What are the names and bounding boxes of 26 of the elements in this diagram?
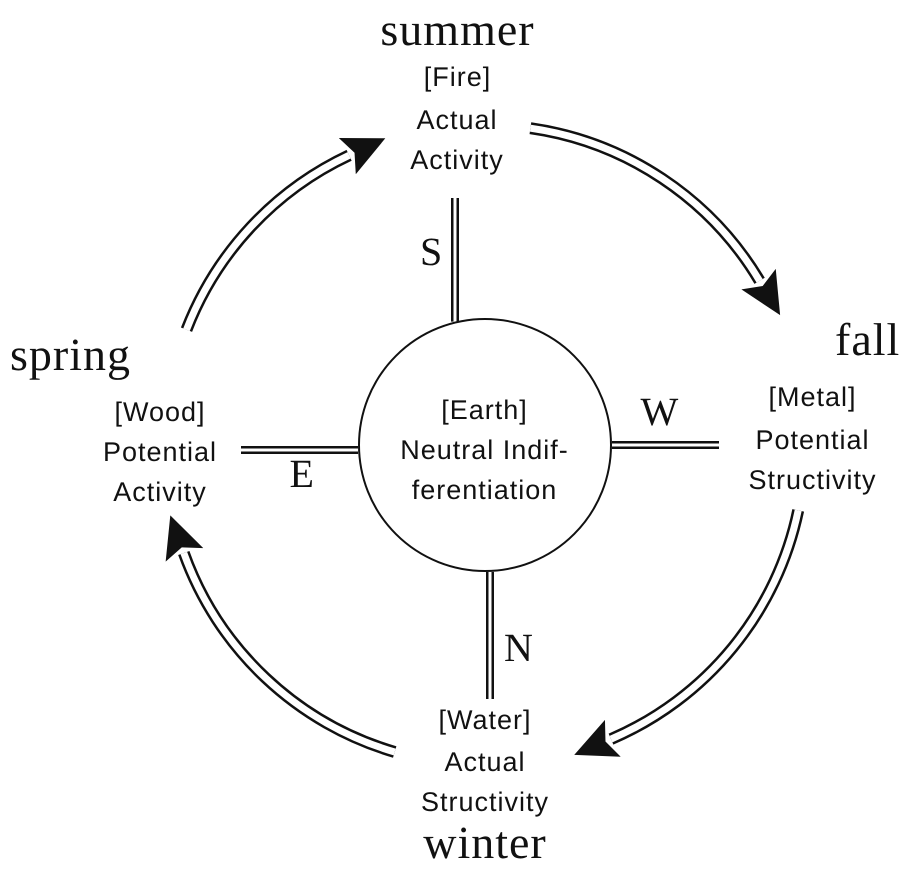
node-text: Actual Activity xyxy=(409,104,505,177)
node-text: [Wood] xyxy=(113,396,207,429)
season-word: summer xyxy=(379,5,536,55)
direction-letter: E xyxy=(290,452,314,496)
double-line-connector xyxy=(451,198,459,322)
season-word: fall xyxy=(835,315,902,365)
double-line-connector xyxy=(612,441,719,449)
double-line-connector xyxy=(486,572,494,699)
node-text: Actual Structivity xyxy=(420,746,550,819)
direction-letter: W xyxy=(640,390,678,434)
direction-letter: N xyxy=(504,626,533,670)
element-label: [Earth] xyxy=(440,394,529,427)
node-text: [Fire] xyxy=(422,61,492,94)
node-text: Potential Activity xyxy=(102,436,218,509)
double-line-arrow xyxy=(575,508,804,758)
double-line-connector xyxy=(241,446,358,454)
element-label: [Water] xyxy=(437,704,532,737)
node-text: Potential Structivity xyxy=(747,424,878,497)
node-text: [Metal] xyxy=(767,381,858,414)
direction-letter: S xyxy=(420,230,442,274)
double-line-arrow xyxy=(166,516,397,758)
node-text: Neutral Indif- ferentiation xyxy=(399,434,570,507)
double-line-arrow xyxy=(181,136,384,332)
double-line-arrow xyxy=(529,122,782,314)
season-word: winter xyxy=(422,818,548,868)
season-word: spring xyxy=(10,330,132,380)
